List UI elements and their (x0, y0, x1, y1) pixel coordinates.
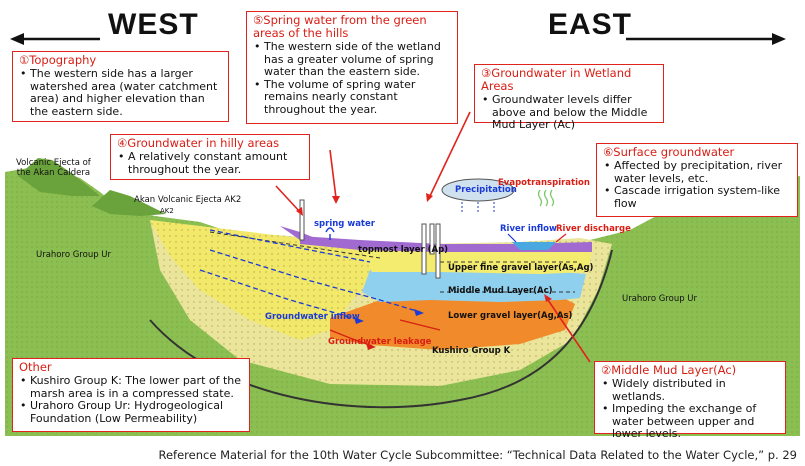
box-spring-water-item: The volume of spring water remains nearl… (254, 78, 452, 117)
label-groundwater-leakage: Groundwater leakage (328, 337, 432, 347)
spring-water-icon (325, 227, 335, 240)
box-surface-title: ⑥Surface groundwater (603, 145, 735, 159)
label-precipitation: Precipitation (455, 185, 517, 195)
label-evapotranspiration: Evapotranspiration (498, 178, 590, 188)
box-other-title: Other (19, 360, 52, 374)
box-wetland-groundwater: ③Groundwater in Wetland Areas Groundwate… (474, 64, 664, 131)
label-kushiro-group: Kushiro Group K (432, 346, 511, 356)
groundwater-inflow-arrows (199, 229, 421, 321)
box-wetland-item: Groundwater levels differ above and belo… (482, 93, 658, 132)
box-other-item: Kushiro Group K: The lower part of the m… (20, 374, 244, 400)
label-topmost-layer: topmost layer (Ap) (358, 245, 449, 255)
label-spring-water: spring water (314, 219, 375, 229)
west-arrow (8, 8, 238, 48)
akan-caldera-hill (18, 158, 100, 196)
east-label: EAST (548, 8, 633, 41)
wells (299, 199, 441, 279)
box-spring-water-title: ⑤Spring water from the green areas of th… (253, 13, 427, 40)
label-groundwater-inflow: Groundwater inflow (265, 312, 360, 322)
reference-caption: Reference Material for the 10th Water Cy… (158, 448, 798, 462)
box-topography-title: ①Topography (19, 53, 97, 67)
label-upper-gravel: Upper fine gravel layer(As,Ag) (448, 263, 594, 273)
label-urahoro-west: Urahoro Group Ur (36, 250, 112, 260)
label-river-inflow: River inflow (500, 224, 557, 234)
lower-gravel-layer (330, 296, 575, 350)
box-surface-item: Affected by precipitation, river water l… (604, 159, 792, 185)
label-akan-caldera: Volcanic Ejecta of the Akan Caldera (16, 158, 91, 178)
river-channel (512, 242, 556, 250)
box-hilly-item: A relatively constant amount throughout … (118, 150, 304, 176)
callout-arrows (275, 111, 591, 363)
box-topography: ①Topography The western side has a large… (12, 51, 229, 122)
west-label: WEST (108, 8, 199, 41)
box-other: Other Kushiro Group K: The lower part of… (12, 358, 250, 432)
west-arrow-icon (10, 33, 100, 45)
box-spring-water-item: The western side of the wetland has a gr… (254, 40, 452, 79)
groundwater-leakage-arrows (329, 319, 441, 347)
label-urahoro-east: Urahoro Group Ur (622, 294, 698, 304)
middle-mud-layer (362, 270, 586, 302)
ak2-hill (92, 190, 166, 216)
upper-gravel-layer (360, 248, 592, 274)
label-middle-mud: Middle Mud Layer(Ac) (448, 286, 553, 296)
cloud-icon (441, 178, 515, 214)
box-surface-item: Cascade irrigation system-like flow (604, 184, 792, 210)
east-arrow-icon (626, 33, 786, 45)
box-mud-item: Impeding the exchange of water between u… (602, 402, 780, 441)
box-hilly-groundwater: ④Groundwater in hilly areas A relatively… (110, 134, 310, 180)
label-ak2: AK2 (160, 207, 174, 215)
box-mud-item: Widely distributed in wetlands. (602, 377, 780, 403)
box-wetland-title: ③Groundwater in Wetland Areas (481, 66, 632, 93)
label-akan-ak2: Akan Volcanic Ejecta AK2 (134, 195, 242, 205)
box-hilly-title: ④Groundwater in hilly areas (117, 136, 280, 150)
box-other-item: Urahoro Group Ur: Hydrogeological Founda… (20, 399, 244, 425)
label-river-discharge: River discharge (556, 224, 631, 234)
box-middle-mud: ②Middle Mud Layer(Ac) Widely distributed… (594, 361, 786, 440)
box-spring-water: ⑤Spring water from the green areas of th… (246, 11, 458, 124)
evapotranspiration-icon (537, 189, 555, 207)
box-surface-groundwater: ⑥Surface groundwater Affected by precipi… (596, 143, 798, 217)
box-topography-item: The western side has a larger watershed … (20, 67, 223, 118)
east-arrow (622, 8, 802, 48)
box-mud-title: ②Middle Mud Layer(Ac) (601, 363, 737, 377)
label-lower-gravel: Lower gravel layer(Ag,As) (448, 311, 573, 321)
